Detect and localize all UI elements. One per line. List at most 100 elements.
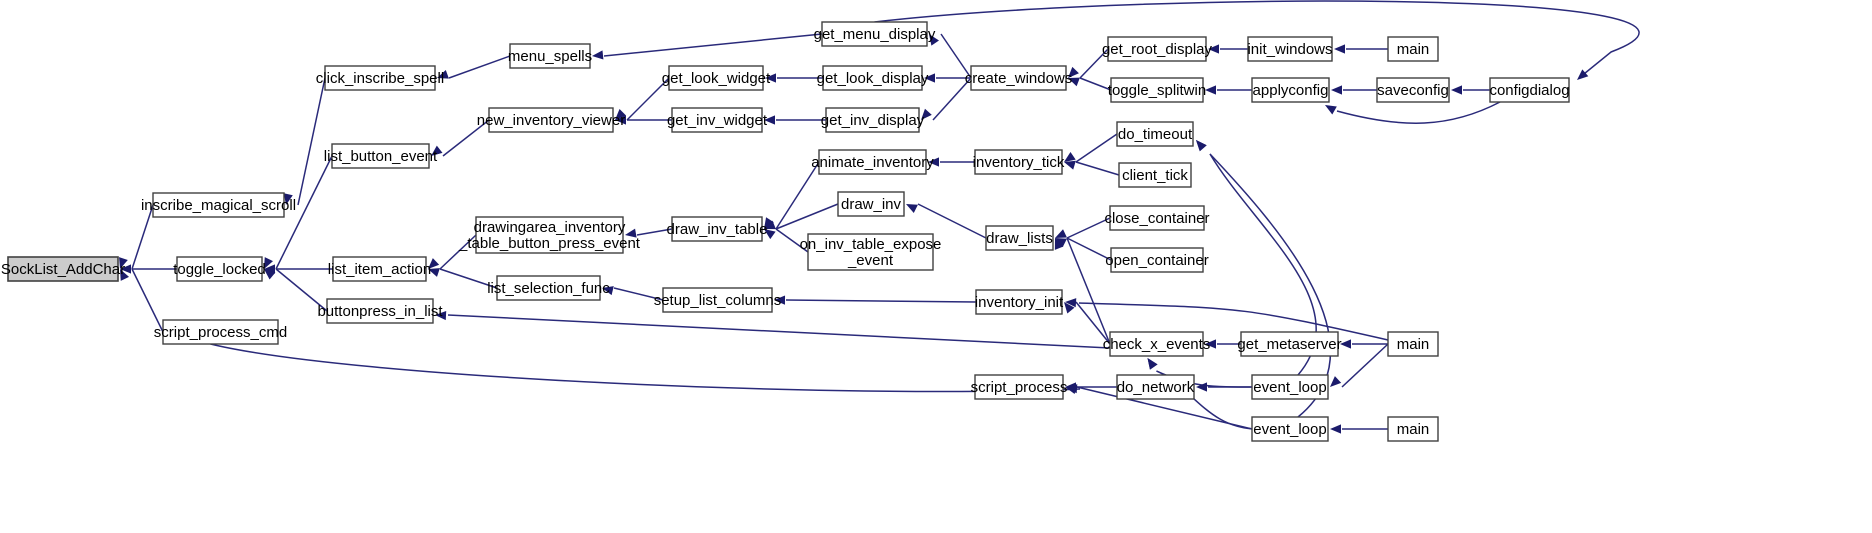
- node-box[interactable]: [488, 107, 614, 133]
- node-box[interactable]: [1116, 121, 1194, 147]
- node-box[interactable]: [837, 191, 905, 217]
- node-box[interactable]: [1251, 77, 1330, 103]
- graph-node-script-process[interactable]: script_process: [971, 374, 1068, 400]
- graph-node-setup-list-columns[interactable]: setup_list_columns: [654, 287, 782, 313]
- graph-node-close-container[interactable]: close_container: [1104, 205, 1210, 231]
- edge-line: [297, 77, 326, 206]
- node-box[interactable]: [974, 149, 1063, 175]
- graph-node-toggle-locked[interactable]: toggle_locked: [173, 256, 266, 282]
- edge: [120, 264, 177, 274]
- node-box[interactable]: [671, 107, 763, 133]
- graph-node-get-look-widget[interactable]: get_look_widget: [662, 65, 771, 91]
- node-box[interactable]: [324, 65, 436, 91]
- node-box[interactable]: [1387, 36, 1439, 62]
- node-box[interactable]: [985, 225, 1054, 251]
- graph-node-socklist-addchar[interactable]: SockList_AddChar: [1, 256, 125, 282]
- graph-node-get-inv-display[interactable]: get_inv_display: [821, 107, 925, 133]
- graph-node-get-metaserver[interactable]: get_metaserver: [1237, 331, 1342, 357]
- node-box[interactable]: [1387, 416, 1439, 442]
- graph-node-inscribe-magical-scroll[interactable]: inscribe_magical_scroll: [141, 192, 296, 218]
- graph-node-init-windows[interactable]: init_windows: [1247, 36, 1333, 62]
- graph-node-inventory-tick[interactable]: inventory_tick: [973, 149, 1065, 175]
- node-box[interactable]: [331, 143, 430, 169]
- node-box[interactable]: [7, 256, 119, 282]
- graph-node-event-loop-2[interactable]: event_loop: [1251, 416, 1329, 442]
- graph-node-draw-inv[interactable]: draw_inv: [837, 191, 905, 217]
- graph-node-on-inv-table-expose[interactable]: on_inv_table_expose_event: [800, 233, 942, 271]
- graph-node-open-container[interactable]: open_container: [1105, 247, 1209, 273]
- graph-node-do-network[interactable]: do_network: [1116, 374, 1195, 400]
- node-box[interactable]: [326, 298, 434, 324]
- node-box[interactable]: [818, 149, 927, 175]
- graph-node-applyconfig[interactable]: applyconfig: [1251, 77, 1330, 103]
- node-box[interactable]: [1116, 374, 1195, 400]
- graph-node-list-button-event[interactable]: list_button_event: [324, 143, 438, 169]
- node-box[interactable]: [152, 192, 285, 218]
- edge: [924, 73, 971, 83]
- node-box[interactable]: [496, 275, 601, 301]
- node-box[interactable]: [974, 374, 1064, 400]
- node-box[interactable]: [1251, 416, 1329, 442]
- graph-node-check-x-events[interactable]: check_x_events: [1103, 331, 1211, 357]
- edge-arrowhead: [1325, 105, 1337, 115]
- node-box[interactable]: [1110, 77, 1204, 103]
- node-box[interactable]: [1247, 36, 1333, 62]
- node-box[interactable]: [1489, 77, 1570, 103]
- graph-node-client-tick[interactable]: client_tick: [1118, 162, 1192, 188]
- node-box[interactable]: [1387, 331, 1439, 357]
- node-box[interactable]: [162, 319, 279, 345]
- node-box[interactable]: [825, 107, 920, 133]
- graph-node-buttonpress-in-list[interactable]: buttonpress_in_list: [317, 298, 443, 324]
- node-box[interactable]: [332, 256, 427, 282]
- graph-node-toggle-splitwin[interactable]: toggle_splitwin: [1108, 77, 1206, 103]
- edge-arrowhead: [602, 286, 614, 296]
- node-box[interactable]: [1109, 331, 1204, 357]
- graph-node-inventory-init[interactable]: inventory_init: [975, 289, 1064, 315]
- graph-node-draw-inv-table[interactable]: draw_inv_table: [667, 216, 768, 242]
- graph-node-main-top[interactable]: main: [1387, 36, 1439, 62]
- node-box[interactable]: [1109, 205, 1205, 231]
- edge-line: [775, 228, 809, 253]
- node-box[interactable]: [662, 287, 773, 313]
- graph-node-drawingarea-inventory[interactable]: drawingarea_inventory_table_button_press…: [458, 216, 641, 254]
- graph-node-get-root-display[interactable]: get_root_display: [1102, 36, 1213, 62]
- graph-node-get-menu-display[interactable]: get_menu_display: [814, 21, 936, 47]
- node-box[interactable]: [821, 21, 928, 47]
- node-box[interactable]: [1240, 331, 1339, 357]
- graph-node-do-timeout[interactable]: do_timeout: [1116, 121, 1194, 147]
- node-box[interactable]: [970, 65, 1067, 91]
- edge-line: [1075, 161, 1120, 176]
- graph-node-configdialog[interactable]: configdialog: [1489, 77, 1570, 103]
- node-box[interactable]: [509, 43, 591, 69]
- graph-node-script-process-cmd[interactable]: script_process_cmd: [154, 319, 287, 345]
- graph-node-menu-spells[interactable]: menu_spells: [508, 43, 592, 69]
- node-box[interactable]: [1118, 162, 1192, 188]
- node-box[interactable]: [822, 65, 923, 91]
- node-box[interactable]: [807, 233, 934, 271]
- graph-node-main-bottom[interactable]: main: [1387, 416, 1439, 442]
- graph-node-event-loop-1[interactable]: event_loop: [1251, 374, 1329, 400]
- edge-arrowhead: [928, 157, 939, 167]
- graph-node-create-windows[interactable]: create_windows: [965, 65, 1073, 91]
- graph-node-animate-inventory[interactable]: animate_inventory: [811, 149, 934, 175]
- edge-line: [1336, 101, 1501, 124]
- graph-node-new-inventory-viewer[interactable]: new_inventory_viewer: [477, 107, 625, 133]
- edge-line: [917, 203, 987, 239]
- node-box[interactable]: [475, 216, 624, 254]
- node-box[interactable]: [668, 65, 764, 91]
- graph-node-list-selection-func[interactable]: list_selection_func: [487, 275, 610, 301]
- graph-node-draw-lists[interactable]: draw_lists: [985, 225, 1054, 251]
- node-box[interactable]: [176, 256, 263, 282]
- graph-node-saveconfig[interactable]: saveconfig: [1376, 77, 1450, 103]
- node-box[interactable]: [1376, 77, 1450, 103]
- node-box[interactable]: [1110, 247, 1204, 273]
- node-box[interactable]: [671, 216, 763, 242]
- graph-node-main-mid[interactable]: main: [1387, 331, 1439, 357]
- graph-node-get-inv-widget[interactable]: get_inv_widget: [667, 107, 768, 133]
- graph-node-list-item-action[interactable]: list_item_action: [328, 256, 431, 282]
- node-box[interactable]: [1107, 36, 1207, 62]
- graph-node-get-look-display[interactable]: get_look_display: [817, 65, 929, 91]
- node-box[interactable]: [975, 289, 1063, 315]
- node-box[interactable]: [1251, 374, 1329, 400]
- graph-node-click-inscribe-spell[interactable]: click_inscribe_spell: [316, 65, 444, 91]
